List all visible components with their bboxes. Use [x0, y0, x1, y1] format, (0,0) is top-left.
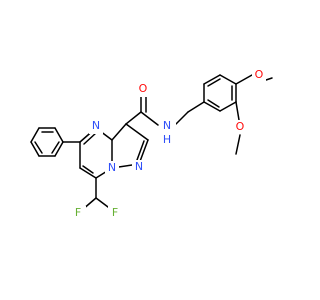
amide-hydrogen-label: H: [163, 133, 171, 146]
bond: [111, 123, 127, 141]
bond: [203, 74, 221, 85]
bond: [219, 74, 237, 85]
bond: [265, 77, 273, 81]
bond: [207, 78, 221, 87]
bond: [34, 141, 43, 154]
bond: [235, 74, 253, 85]
bond: [235, 101, 240, 121]
bond: [79, 167, 97, 179]
bond: [51, 141, 60, 154]
bond: [203, 101, 221, 112]
bond: [125, 111, 142, 125]
bond: [54, 141, 64, 157]
structure-drawing: O N H O O N N N F F: [30, 68, 273, 220]
bond: [82, 165, 94, 174]
bond: [30, 127, 40, 143]
bond: [140, 111, 159, 126]
ring-nitrogen-n1-label: N: [135, 160, 143, 173]
ring-nitrogen-n4-label: N: [92, 119, 100, 132]
bond: [219, 101, 237, 112]
bond: [136, 140, 145, 161]
bond: [235, 134, 241, 155]
ring-nitrogen-n8-label: N: [108, 161, 116, 174]
methoxy-oxygen-top-label: O: [255, 68, 264, 81]
molecule-diagram: O N H O O N N N F F: [30, 68, 273, 220]
amide-nitrogen-label: N: [163, 119, 171, 132]
bond: [54, 127, 64, 143]
bond: [187, 101, 205, 113]
bond: [125, 123, 149, 141]
atom-label-layer: O N H O O N N N F F: [72, 68, 266, 220]
bond: [83, 132, 97, 145]
bond: [30, 141, 40, 157]
fluorine-right-label: F: [112, 206, 118, 219]
methoxy-oxygen-bottom-label: O: [236, 120, 245, 133]
fluorine-left-label: F: [75, 206, 81, 219]
bond: [175, 111, 189, 125]
amide-oxygen-label: O: [139, 82, 148, 95]
bond: [207, 99, 220, 108]
bond-layer: [30, 74, 273, 211]
